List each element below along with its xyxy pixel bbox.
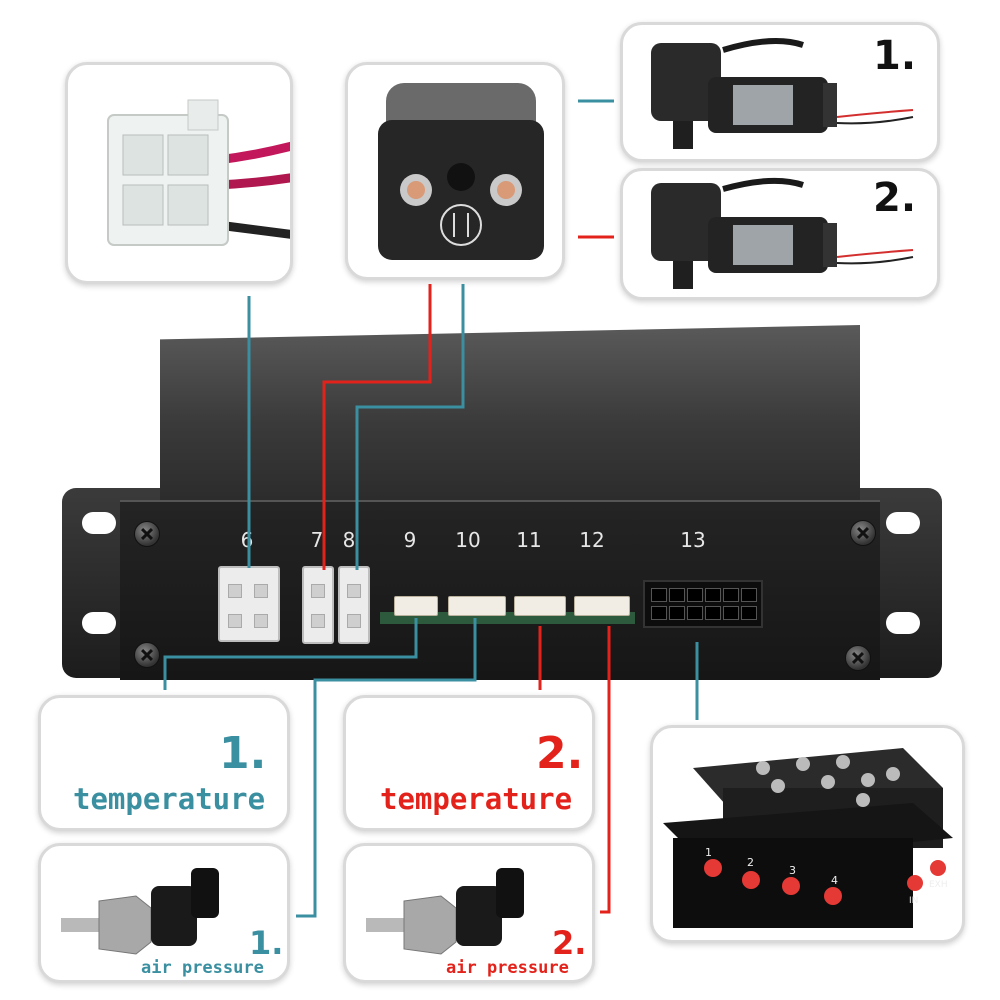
connector-plug-card [65, 62, 293, 284]
mounting-slot-left-bottom [82, 612, 116, 634]
air-pressure-1-number: 1. [249, 924, 284, 962]
port-10-connector [448, 596, 506, 616]
compressor-2-image [651, 177, 914, 289]
air-pressure-2-label: air pressure [446, 958, 569, 978]
port-6-connector [218, 566, 280, 642]
valve-outlet-2-label: 2 [747, 856, 754, 869]
port-7-connector [302, 566, 334, 644]
temperature-1-card: 1. temperature [38, 695, 290, 831]
relay-image [378, 83, 544, 260]
temperature-2-number: 2. [536, 728, 584, 779]
port-label-12: 12 [579, 528, 605, 552]
port-label-13: 13 [680, 528, 706, 552]
valve-outlet-3-label: 3 [789, 864, 796, 877]
compressor-2-number: 2. [873, 175, 917, 221]
compressor-2-card: 2. [620, 168, 940, 300]
compressor-1-card: 1. [620, 22, 940, 162]
air-pressure-2-card: 2. air pressure [343, 843, 595, 983]
port-13-connector [643, 580, 763, 628]
air-pressure-2-number: 2. [552, 924, 587, 962]
compressor-1-number: 1. [873, 33, 917, 79]
controller-top-surface [160, 325, 860, 505]
valve-exh-label: EXH [929, 880, 948, 890]
screw-icon [850, 520, 876, 546]
temperature-2-label: temperature [380, 782, 573, 816]
port-8-connector [338, 566, 370, 644]
air-pressure-1-card: 1. air pressure [38, 843, 290, 983]
port-label-11: 11 [516, 528, 542, 552]
pressure-sensor-1-image [61, 868, 219, 955]
air-pressure-1-label: air pressure [141, 958, 264, 978]
port-label-10: 10 [455, 528, 481, 552]
port-12-connector [574, 596, 630, 616]
mounting-slot-left-top [82, 512, 116, 534]
port-label-6: 6 [240, 528, 254, 552]
port-label-9: 9 [403, 528, 417, 552]
port-11-connector [514, 596, 566, 616]
valve-block-image [663, 748, 953, 928]
port-label-7: 7 [310, 528, 324, 552]
valve-in-label: IN [909, 896, 919, 906]
valve-outlet-1-label: 1 [705, 846, 712, 859]
screw-icon [845, 645, 871, 671]
mounting-slot-right-top [886, 512, 920, 534]
relay-card [345, 62, 565, 280]
compressor-1-image [651, 38, 914, 149]
valve-outlet-4-label: 4 [831, 874, 838, 887]
port-label-8: 8 [342, 528, 356, 552]
port-9-connector [394, 596, 438, 616]
temperature-1-label: temperature [73, 782, 266, 816]
temperature-1-number: 1. [219, 728, 267, 779]
molex-plug-image [107, 99, 290, 246]
screw-icon [134, 521, 160, 547]
mounting-slot-right-bottom [886, 612, 920, 634]
temperature-2-card: 2. temperature [343, 695, 595, 831]
valve-block-card: 1 2 3 4 IN EXH [650, 725, 965, 943]
screw-icon [134, 642, 160, 668]
